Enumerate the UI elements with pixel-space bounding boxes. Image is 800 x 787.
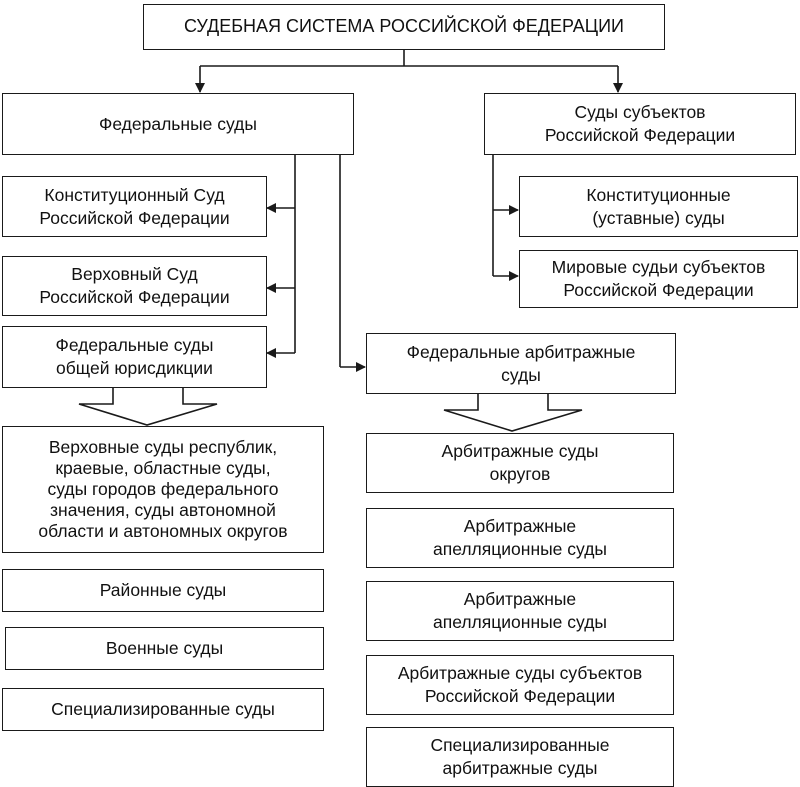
arbitration-child-box: Арбитражные апелляционные суды xyxy=(366,508,674,568)
arbitration-child-label: Арбитражные суды округов xyxy=(441,441,599,484)
justices-of-peace-box: Мировые судьи субъектов Российской Федер… xyxy=(519,250,798,308)
arbitration-child-box: Арбитражные суды округов xyxy=(366,433,674,493)
general-child-label: Районные суды xyxy=(99,580,227,601)
arbitration-child-label: Арбитражные апелляционные суды xyxy=(432,516,607,559)
general-child-box: Специализированные суды xyxy=(2,688,324,731)
general-child-label: Специализированные суды xyxy=(51,699,275,720)
arbitration-child-box: Арбитражные суды субъектов Российской Фе… xyxy=(366,655,674,715)
supreme-court-box: Верховный Суд Российской Федерации xyxy=(2,256,267,316)
general-child-box: Военные суды xyxy=(5,627,324,670)
general-child-box: Районные суды xyxy=(2,569,324,612)
general-child-label: Верховные суды республик, краевые, облас… xyxy=(38,437,288,541)
subject-constitutional-label: Конституционные (уставные) суды xyxy=(586,184,731,228)
general-jurisdiction-label: Федеральные суды общей юрисдикции xyxy=(55,335,214,378)
justices-of-peace-label: Мировые судьи субъектов Российской Федер… xyxy=(551,257,766,300)
general-child-label: Военные суды xyxy=(105,638,224,659)
constitutional-court-label: Конституционный Суд Российской Федерации xyxy=(39,184,230,228)
arbitration-child-box: Специализированные арбитражные суды xyxy=(366,727,674,787)
federal-courts-label: Федеральные суды xyxy=(99,113,257,134)
arbitration-child-label: Арбитражные апелляционные суды xyxy=(432,589,607,632)
page-title-text: СУДЕБНАЯ СИСТЕМА РОССИЙСКОЙ ФЕДЕРАЦИИ xyxy=(184,16,624,37)
federal-arbitration-box: Федеральные арбитражные суды xyxy=(366,333,676,394)
page-title: СУДЕБНАЯ СИСТЕМА РОССИЙСКОЙ ФЕДЕРАЦИИ xyxy=(143,4,665,50)
constitutional-court-box: Конституционный Суд Российской Федерации xyxy=(2,176,267,237)
arbitration-child-label: Арбитражные суды субъектов Российской Фе… xyxy=(397,663,643,706)
federal-arbitration-label: Федеральные арбитражные суды xyxy=(406,341,636,385)
supreme-court-label: Верховный Суд Российской Федерации xyxy=(39,264,230,307)
arbitration-child-box: Арбитражные апелляционные суды xyxy=(366,581,674,641)
subject-courts-box: Суды субъектов Российской Федерации xyxy=(484,93,796,155)
subject-constitutional-box: Конституционные (уставные) суды xyxy=(519,176,798,237)
general-child-box: Верховные суды республик, краевые, облас… xyxy=(2,426,324,553)
federal-courts-box: Федеральные суды xyxy=(2,93,354,155)
arbitration-child-label: Специализированные арбитражные суды xyxy=(430,735,610,778)
general-jurisdiction-box: Федеральные суды общей юрисдикции xyxy=(2,326,267,388)
subject-courts-label: Суды субъектов Российской Федерации xyxy=(544,102,736,145)
